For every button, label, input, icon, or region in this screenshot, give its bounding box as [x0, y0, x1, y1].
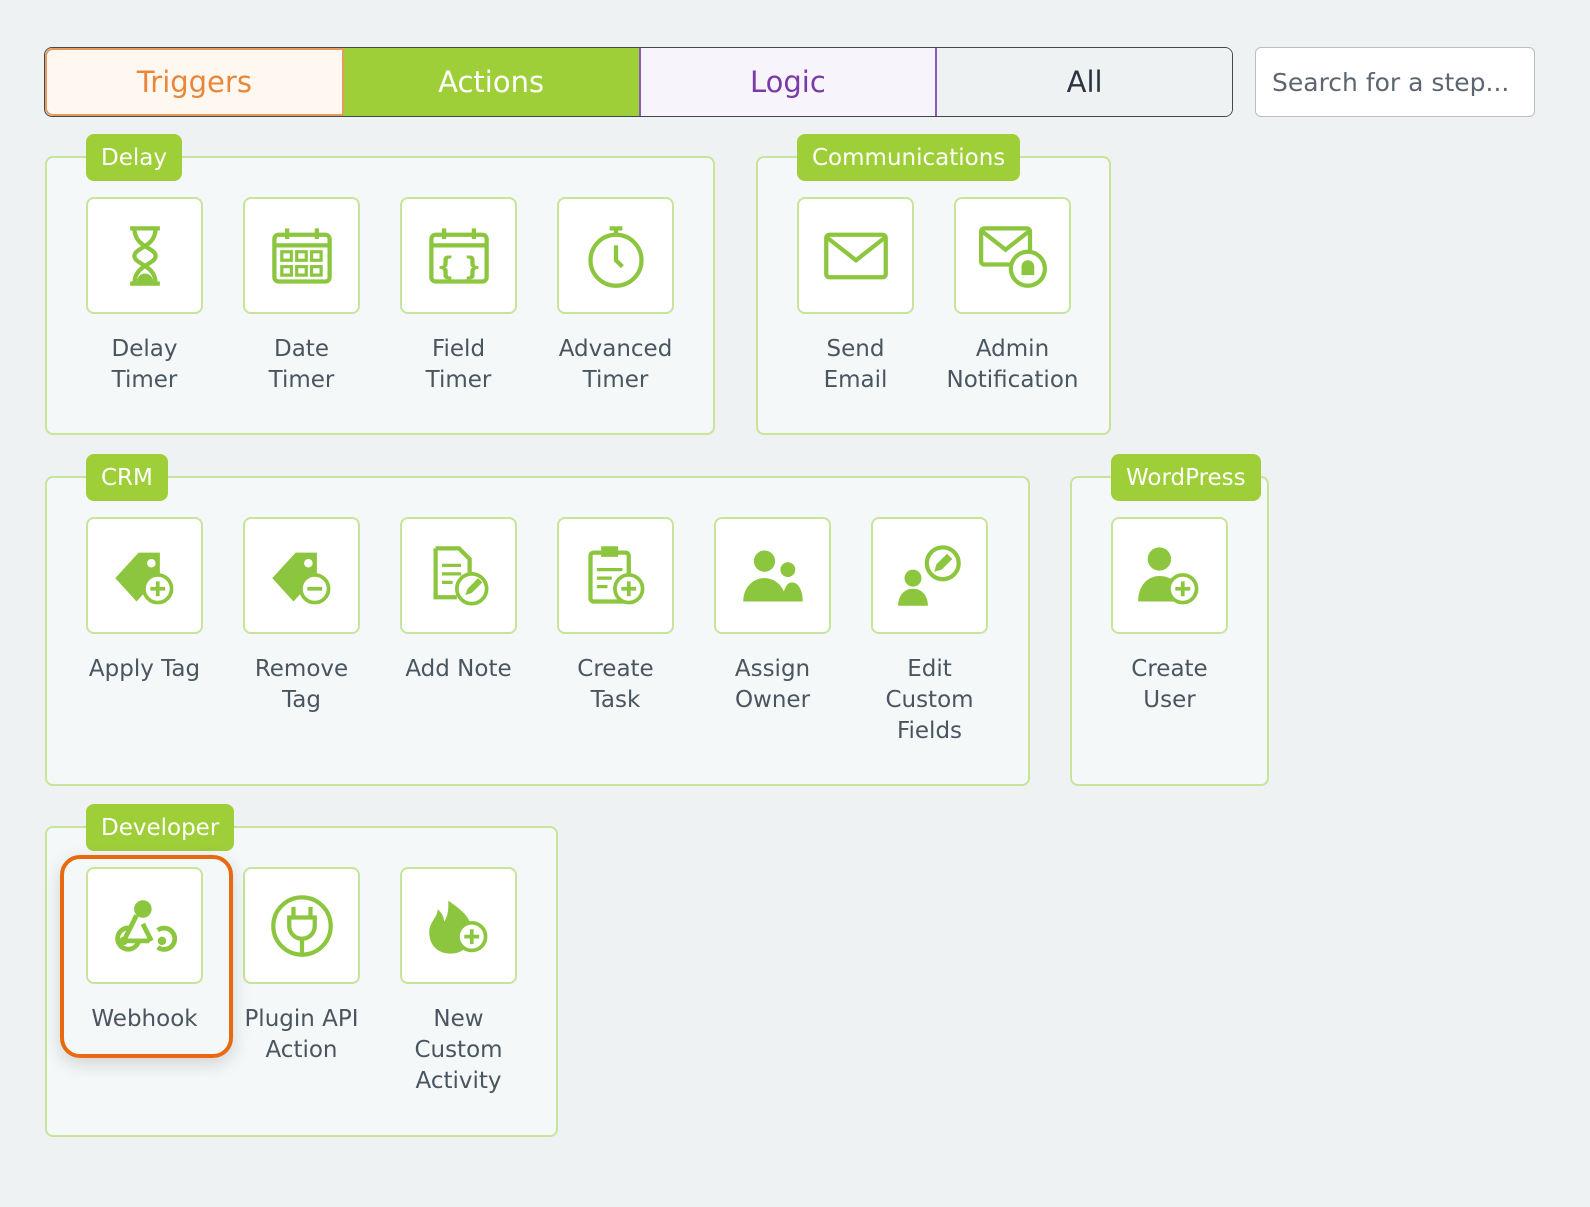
envelope-icon [823, 232, 888, 279]
step-icon-box[interactable] [400, 517, 517, 634]
tab-all[interactable]: All [937, 48, 1232, 116]
note-edit-icon [433, 545, 488, 605]
step-webhook[interactable]: Webhook [86, 867, 243, 1035]
step-label: Plugin API Action [244, 1006, 359, 1063]
step-label: Create Task [577, 656, 654, 713]
user-edit-icon [897, 544, 961, 606]
tag-plus-icon [114, 552, 173, 604]
step-create-task[interactable]: Create Task [557, 517, 714, 716]
step-icon-box[interactable] [714, 517, 831, 634]
step-send-email[interactable]: Send Email [797, 197, 954, 396]
step-new-custom-activity[interactable]: New Custom Activity [400, 867, 557, 1097]
envelope-bell-icon [978, 225, 1047, 288]
step-label: Apply Tag [88, 656, 201, 682]
step-advanced-timer[interactable]: Advanced Timer [557, 197, 714, 396]
group-label: Developer [86, 804, 235, 851]
step-delay-timer[interactable]: Delay Timer [86, 197, 243, 396]
calendar-icon [271, 227, 332, 284]
step-add-note[interactable]: Add Note [400, 517, 557, 685]
stopwatch-icon [587, 225, 644, 288]
step-icon-box[interactable] [243, 517, 360, 634]
webhook-icon [114, 899, 177, 952]
step-edit-custom-fields[interactable]: Edit Custom Fields [871, 517, 1028, 747]
step-label: Create User [1131, 656, 1208, 713]
step-label: Assign Owner [734, 656, 811, 713]
group-label: WordPress [1111, 454, 1261, 501]
step-label: Field Timer [425, 336, 492, 393]
users-icon [742, 550, 803, 601]
step-label: Delay Timer [111, 336, 178, 393]
step-icon-box[interactable] [1111, 517, 1228, 634]
step-icon-box[interactable]: { } [400, 197, 517, 314]
step-label: Remove Tag [254, 656, 349, 713]
step-label: Send Email [823, 336, 888, 393]
step-icon-box[interactable] [557, 517, 674, 634]
step-remove-tag[interactable]: Remove Tag [243, 517, 400, 716]
step-label: Add Note [405, 656, 512, 682]
user-plus-icon [1137, 546, 1198, 604]
step-label: Admin Notification [946, 336, 1079, 393]
step-icon-box[interactable] [86, 867, 203, 984]
step-field-timer[interactable]: { } Field Timer [400, 197, 557, 396]
step-label: Edit Custom Fields [885, 656, 974, 744]
step-icon-box[interactable] [871, 517, 988, 634]
step-icon-box[interactable] [954, 197, 1071, 314]
group-label: Communications [797, 134, 1021, 181]
step-icon-box[interactable] [86, 197, 203, 314]
step-label: Webhook [91, 1006, 198, 1032]
step-icon-box[interactable] [243, 197, 360, 314]
step-icon-box[interactable] [86, 517, 203, 634]
group-crm: CRM Apply Tag Remove Tag Add Note Create Tas… [45, 454, 1030, 786]
calendar-braces-icon: { } [428, 227, 489, 284]
flame-plus-icon [428, 900, 487, 954]
step-icon-box[interactable] [797, 197, 914, 314]
search-step-input[interactable] [1255, 47, 1535, 117]
svg-text:{ }: { } [436, 252, 481, 282]
step-icon-box[interactable] [557, 197, 674, 314]
step-type-tabs: Triggers Actions Logic All [44, 47, 1233, 117]
tag-minus-icon [271, 552, 330, 604]
step-label: Date Timer [268, 336, 335, 393]
step-date-timer[interactable]: Date Timer [243, 197, 400, 396]
tab-actions[interactable]: Actions [343, 48, 639, 116]
hourglass-icon [129, 225, 160, 286]
step-create-user[interactable]: Create User [1111, 517, 1268, 716]
step-admin-notification[interactable]: Admin Notification [947, 197, 1111, 396]
step-apply-tag[interactable]: Apply Tag [86, 517, 243, 685]
step-label: New Custom Activity [414, 1006, 503, 1094]
step-assign-owner[interactable]: Assign Owner [714, 517, 871, 716]
plug-icon [270, 894, 333, 957]
step-icon-box[interactable] [243, 867, 360, 984]
step-label: Advanced Timer [558, 336, 673, 393]
step-plugin-api-action[interactable]: Plugin API Action [243, 867, 400, 1066]
group-label: Delay [86, 134, 182, 181]
tab-logic[interactable]: Logic [638, 48, 938, 116]
clipboard-plus-icon [587, 545, 644, 604]
tab-triggers[interactable]: Triggers [45, 48, 344, 116]
step-icon-box[interactable] [400, 867, 517, 984]
group-label: CRM [86, 454, 168, 501]
